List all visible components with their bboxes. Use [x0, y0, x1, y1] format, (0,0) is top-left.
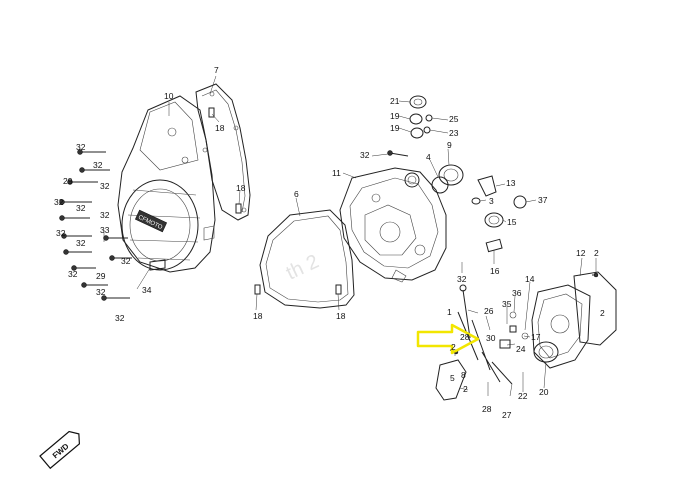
label-6: 6	[294, 189, 299, 199]
label-32-l: 32	[115, 313, 125, 323]
label-24: 24	[516, 344, 526, 354]
label-25: 25	[449, 114, 459, 124]
label-32-n: 32	[457, 274, 467, 284]
label-18-c: 18	[253, 311, 263, 321]
label-20: 20	[539, 387, 549, 397]
watermark: th 2	[283, 250, 323, 284]
label-13: 13	[506, 178, 516, 188]
label-36: 36	[512, 288, 522, 298]
label-9: 9	[447, 140, 452, 150]
label-32-e: 32	[76, 203, 86, 213]
label-16: 16	[490, 266, 500, 276]
label-14: 14	[525, 274, 535, 284]
label-37: 37	[538, 195, 548, 205]
label-32-c: 32	[100, 181, 110, 191]
label-19-a: 19	[390, 111, 400, 121]
label-10: 10	[164, 91, 174, 101]
label-26: 26	[484, 306, 494, 316]
label-32-d: 32	[54, 197, 64, 207]
label-23: 23	[449, 128, 459, 138]
label-32-k: 32	[96, 287, 106, 297]
label-3: 3	[489, 196, 494, 206]
label-29-b: 29	[96, 271, 106, 281]
leader-lines	[103, 75, 597, 397]
label-12: 12	[576, 248, 586, 258]
label-21: 21	[390, 96, 400, 106]
label-17: 17	[531, 332, 541, 342]
cover-bolts	[59, 149, 132, 301]
label-33: 33	[100, 225, 110, 235]
label-1: 1	[447, 307, 452, 317]
label-35: 35	[502, 299, 512, 309]
magneto-cover-gasket	[195, 83, 251, 221]
label-32-g: 32	[56, 228, 66, 238]
label-2-c: 2	[451, 342, 456, 352]
label-32-f: 32	[100, 210, 110, 220]
label-15: 15	[507, 217, 517, 227]
label-2-b: 2	[600, 308, 605, 318]
label-5: 5	[450, 373, 455, 383]
highlight-arrow	[416, 323, 480, 355]
label-7: 7	[214, 65, 219, 75]
label-32-a: 32	[76, 142, 86, 152]
label-11: 11	[332, 168, 341, 178]
label-34: 34	[142, 285, 152, 295]
clutch-cover	[339, 167, 447, 283]
forward-direction-badge: FWD	[39, 430, 81, 470]
label-18-d: 18	[336, 311, 346, 321]
label-18-a: 18	[215, 123, 225, 133]
clutch-cover-gasket	[259, 209, 355, 309]
label-29-a: 29	[63, 176, 73, 186]
label-32-j: 32	[68, 269, 78, 279]
label-30: 30	[486, 333, 496, 343]
label-28-b: 28	[482, 404, 492, 414]
label-8: 8	[461, 370, 466, 380]
label-22: 22	[518, 391, 528, 401]
label-18-b: 18	[236, 183, 246, 193]
label-28-a: 28	[460, 332, 470, 342]
label-32-i: 32	[121, 256, 131, 266]
label-32-h: 32	[76, 238, 86, 248]
label-27: 27	[502, 410, 512, 420]
dowel-pins	[208, 107, 342, 295]
magneto-cover: CFMOTO	[117, 95, 216, 273]
callout-labels: 10 7 18 18 18 18 6 32 32 29 32 32 32 32 …	[54, 65, 605, 420]
label-32-m: 32	[360, 150, 370, 160]
label-2-d: 2	[463, 384, 468, 394]
label-4: 4	[426, 152, 431, 162]
label-2-a: 2	[594, 248, 599, 258]
label-32-b: 32	[93, 160, 103, 170]
label-19-b: 19	[390, 123, 400, 133]
